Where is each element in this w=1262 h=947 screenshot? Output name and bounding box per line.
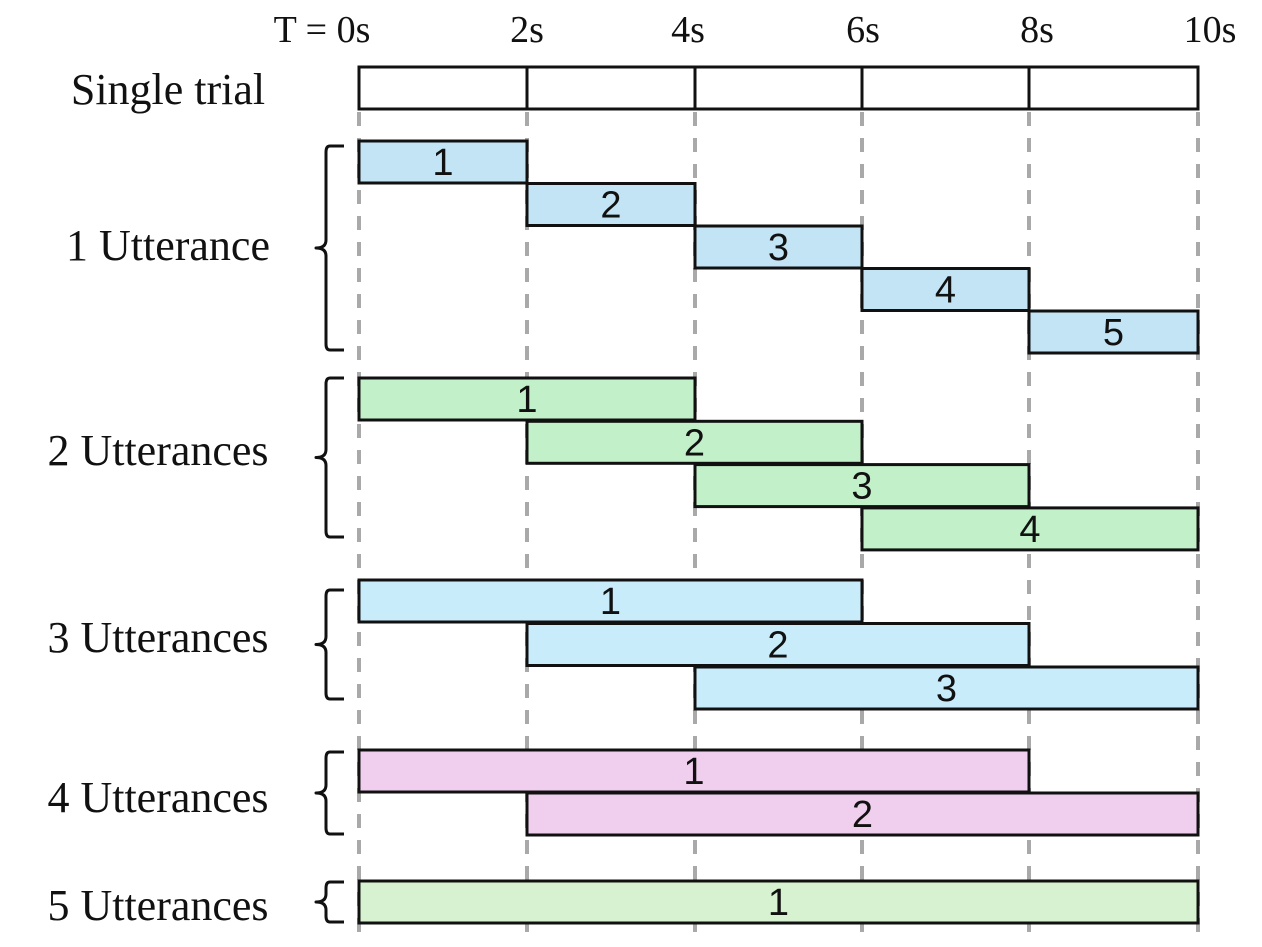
single-trial-label: Single trial <box>71 65 265 114</box>
utterance-bar <box>1027 309 1200 355</box>
utterance-bar <box>693 665 1200 711</box>
utterance-bar <box>357 879 1200 925</box>
utterance-bar-label: 3 <box>851 466 872 508</box>
time-tick-label: 10s <box>1184 9 1237 51</box>
group-brace <box>314 750 344 836</box>
utterance-bar-label: 5 <box>1103 312 1124 354</box>
utterance-bar <box>693 463 1031 509</box>
utterance-bar <box>693 224 864 270</box>
utterance-bar <box>525 182 697 227</box>
utterance-bar-label: 3 <box>936 668 957 710</box>
time-tick-label: 4s <box>671 9 705 51</box>
group-label: 5 Utterances <box>47 881 268 930</box>
utterance-bar-label: 1 <box>768 882 789 924</box>
utterance-bar <box>860 267 1031 312</box>
time-tick-label: 6s <box>846 9 880 51</box>
utterance-bar-label: 3 <box>768 227 789 269</box>
group-brace <box>314 376 344 539</box>
single-trial-bar <box>357 65 1200 111</box>
group-label: 4 Utterances <box>47 773 268 822</box>
group-brace <box>314 880 344 924</box>
utterance-bar-label: 2 <box>684 422 705 464</box>
utterance-bar <box>357 139 529 185</box>
group-brace <box>314 588 344 701</box>
group-label: 3 Utterances <box>47 613 268 662</box>
time-tick-label: 2s <box>510 9 544 51</box>
utterance-bar <box>525 419 864 465</box>
utterance-bar <box>525 791 1200 837</box>
utterance-bar-label: 2 <box>852 794 873 836</box>
time-tick-label: 8s <box>1020 9 1054 51</box>
utterance-bar-label: 1 <box>432 142 453 184</box>
utterance-bar <box>357 578 864 624</box>
group-brace <box>314 144 344 352</box>
utterance-bar-label: 4 <box>935 270 956 312</box>
utterance-bar-label: 2 <box>600 185 621 227</box>
utterance-bar-label: 2 <box>767 625 788 667</box>
utterance-bar-label: 4 <box>1019 509 1040 551</box>
utterance-bar <box>357 376 697 422</box>
group-label: 1 Utterance <box>66 221 270 270</box>
utterance-bar-label: 1 <box>600 581 621 623</box>
utterance-bar-label: 1 <box>683 751 704 793</box>
group-label: 2 Utterances <box>47 426 268 475</box>
utterance-bar-label: 1 <box>516 379 537 421</box>
utterance-bar <box>860 506 1200 552</box>
time-tick-label: T = 0s <box>274 9 371 51</box>
